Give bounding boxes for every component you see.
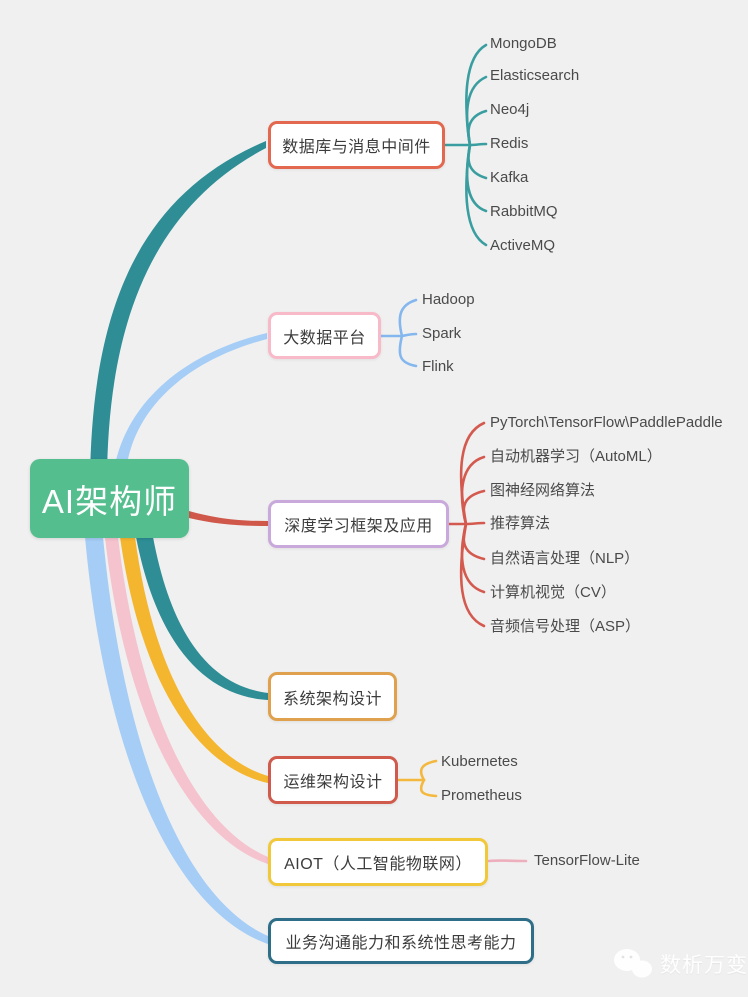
edge-deeplearning-nlp — [462, 522, 486, 561]
edge-deeplearning-asp — [459, 522, 486, 628]
edge-root-ops — [120, 537, 268, 783]
leaf-pytorch-tensorflow-paddlepaddle[interactable]: PyTorch\TensorFlow\PaddlePaddle — [490, 414, 723, 431]
node-business-communication[interactable]: 业务沟通能力和系统性思考能力 — [268, 918, 534, 964]
leaf-cv[interactable]: 计算机视觉（CV） — [490, 584, 616, 601]
edge-bigdata-hadoop — [398, 298, 418, 338]
edge-deeplearning-recommend — [464, 521, 486, 526]
leaf-asp[interactable]: 音频信号处理（ASP） — [490, 618, 641, 635]
leaf-kubernetes[interactable]: Kubernetes — [441, 753, 518, 770]
edge-root-aiot — [105, 537, 268, 864]
edge-database-redis — [468, 142, 488, 147]
edge-bigdata-flink — [398, 334, 418, 368]
watermark-label: 数析万变 — [660, 954, 748, 977]
node-system-architecture[interactable]: 系统架构设计 — [268, 672, 397, 721]
edge-database-neo4j — [467, 109, 488, 147]
edge-root-deeplearning — [189, 511, 268, 526]
node-aiot[interactable]: AIOT（人工智能物联网） — [268, 838, 488, 886]
leaf-flink[interactable]: Flink — [422, 358, 454, 375]
leaf-activemq[interactable]: ActiveMQ — [490, 237, 556, 254]
leaf-recommendation-algorithm[interactable]: 推荐算法 — [490, 515, 551, 532]
node-ops-architecture[interactable]: 运维架构设计 — [268, 756, 398, 804]
edge-ops-prometheus — [419, 778, 438, 798]
leaf-spark[interactable]: Spark — [422, 325, 462, 342]
node-bigdata-platform[interactable]: 大数据平台 — [268, 312, 381, 359]
leaf-kafka[interactable]: Kafka — [490, 169, 529, 186]
node-deeplearning-frameworks[interactable]: 深度学习框架及应用 — [268, 500, 449, 548]
edge-bigdata-spark — [400, 332, 418, 338]
leaf-redis[interactable]: Redis — [490, 135, 529, 152]
node-database-middleware[interactable]: 数据库与消息中间件 — [268, 121, 445, 169]
leaf-tensorflow-lite[interactable]: TensorFlow-Lite — [534, 852, 640, 869]
leaf-elasticsearch[interactable]: Elasticsearch — [490, 67, 580, 84]
root-node-ai-architect[interactable]: AI架构师 — [30, 459, 189, 538]
leaf-mongodb[interactable]: MongoDB — [490, 35, 557, 52]
edge-database-activemq — [465, 143, 488, 247]
edge-root-system — [136, 537, 268, 700]
edge-deeplearning-gnn — [462, 489, 486, 526]
leaf-hadoop[interactable]: Hadoop — [422, 291, 475, 308]
edge-database-kafka — [467, 143, 488, 180]
edge-root-business — [85, 537, 268, 944]
leaf-prometheus[interactable]: Prometheus — [441, 787, 522, 804]
leaf-graph-neural-network[interactable]: 图神经网络算法 — [490, 482, 596, 499]
leaf-nlp[interactable]: 自然语言处理（NLP） — [490, 550, 640, 567]
edge-ops-kubernetes — [419, 759, 438, 782]
edge-root-bigdata — [114, 333, 267, 472]
leaf-automl[interactable]: 自动机器学习（AutoML） — [490, 448, 662, 465]
edge-root-database — [90, 141, 266, 480]
watermark: 数析万变 — [612, 946, 748, 982]
leaf-neo4j[interactable]: Neo4j — [490, 101, 530, 118]
wechat-icon — [614, 949, 652, 978]
leaf-rabbitmq[interactable]: RabbitMQ — [490, 203, 558, 220]
